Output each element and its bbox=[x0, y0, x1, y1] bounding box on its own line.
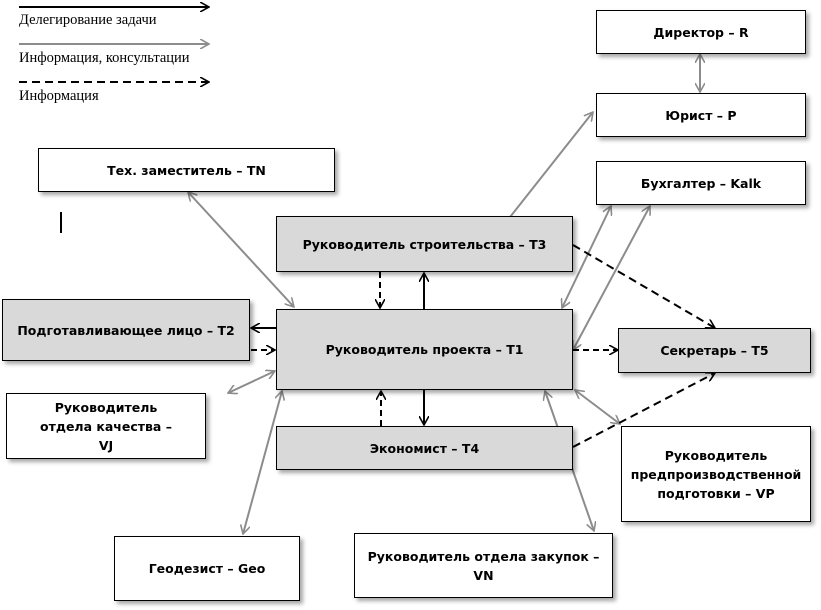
node-preparer-label: Подготавливающее лицо – T2 bbox=[17, 322, 235, 338]
node-tech-deputy-label: Тех. заместитель – TN bbox=[107, 162, 266, 178]
node-construction-manager-label: Руководитель строительства – T3 bbox=[302, 236, 547, 252]
node-secretary[interactable]: Секретарь – T5 bbox=[618, 328, 811, 373]
node-surveyor-label: Геодезист – Geo bbox=[148, 561, 266, 576]
legend-label-delegation: Делегирование задачи bbox=[19, 12, 157, 28]
node-accountant-label: Бухгалтер – Kalk bbox=[640, 175, 762, 191]
text-cursor bbox=[60, 212, 62, 233]
node-preproduction-head[interactable]: Руководитель предпроизводственной подгот… bbox=[621, 426, 811, 522]
node-secretary-label: Секретарь – T5 bbox=[660, 343, 769, 358]
node-procurement-head-label: Руководитель отдела закупок – VN bbox=[367, 548, 600, 583]
node-preproduction-head-label: Руководитель предпроизводственной подгот… bbox=[630, 447, 802, 501]
edge-pm-preproduction bbox=[575, 390, 620, 424]
node-director[interactable]: Директор – R bbox=[596, 10, 806, 54]
node-economist[interactable]: Экономист – T4 bbox=[276, 426, 573, 470]
node-tech-deputy[interactable]: Тех. заместитель – TN bbox=[38, 148, 335, 192]
node-quality-head-label: Руководитель отдела качества – VJ bbox=[40, 399, 172, 453]
node-director-label: Директор – R bbox=[653, 24, 749, 40]
node-project-manager[interactable]: Руководитель проекта – T1 bbox=[276, 309, 573, 390]
edge-quality-pm bbox=[228, 371, 275, 393]
node-construction-manager[interactable]: Руководитель строительства – T3 bbox=[276, 216, 573, 272]
node-procurement-head[interactable]: Руководитель отдела закупок – VN bbox=[354, 533, 613, 598]
legend-label-consultation: Информация, консультации bbox=[19, 50, 190, 66]
node-surveyor[interactable]: Геодезист – Geo bbox=[114, 536, 300, 601]
node-lawyer-label: Юрист – P bbox=[665, 107, 737, 123]
node-accountant[interactable]: Бухгалтер – Kalk bbox=[596, 161, 806, 205]
node-quality-head[interactable]: Руководитель отдела качества – VJ bbox=[6, 393, 206, 459]
node-economist-label: Экономист – T4 bbox=[369, 440, 480, 456]
node-lawyer[interactable]: Юрист – P bbox=[596, 93, 806, 137]
node-project-manager-label: Руководитель проекта – T1 bbox=[325, 342, 524, 357]
legend-label-information: Информация bbox=[19, 88, 99, 104]
edge-lawyer-construction bbox=[503, 112, 593, 226]
node-preparer[interactable]: Подготавливающее лицо – T2 bbox=[2, 299, 250, 361]
edge-construction-secretary bbox=[572, 244, 715, 329]
